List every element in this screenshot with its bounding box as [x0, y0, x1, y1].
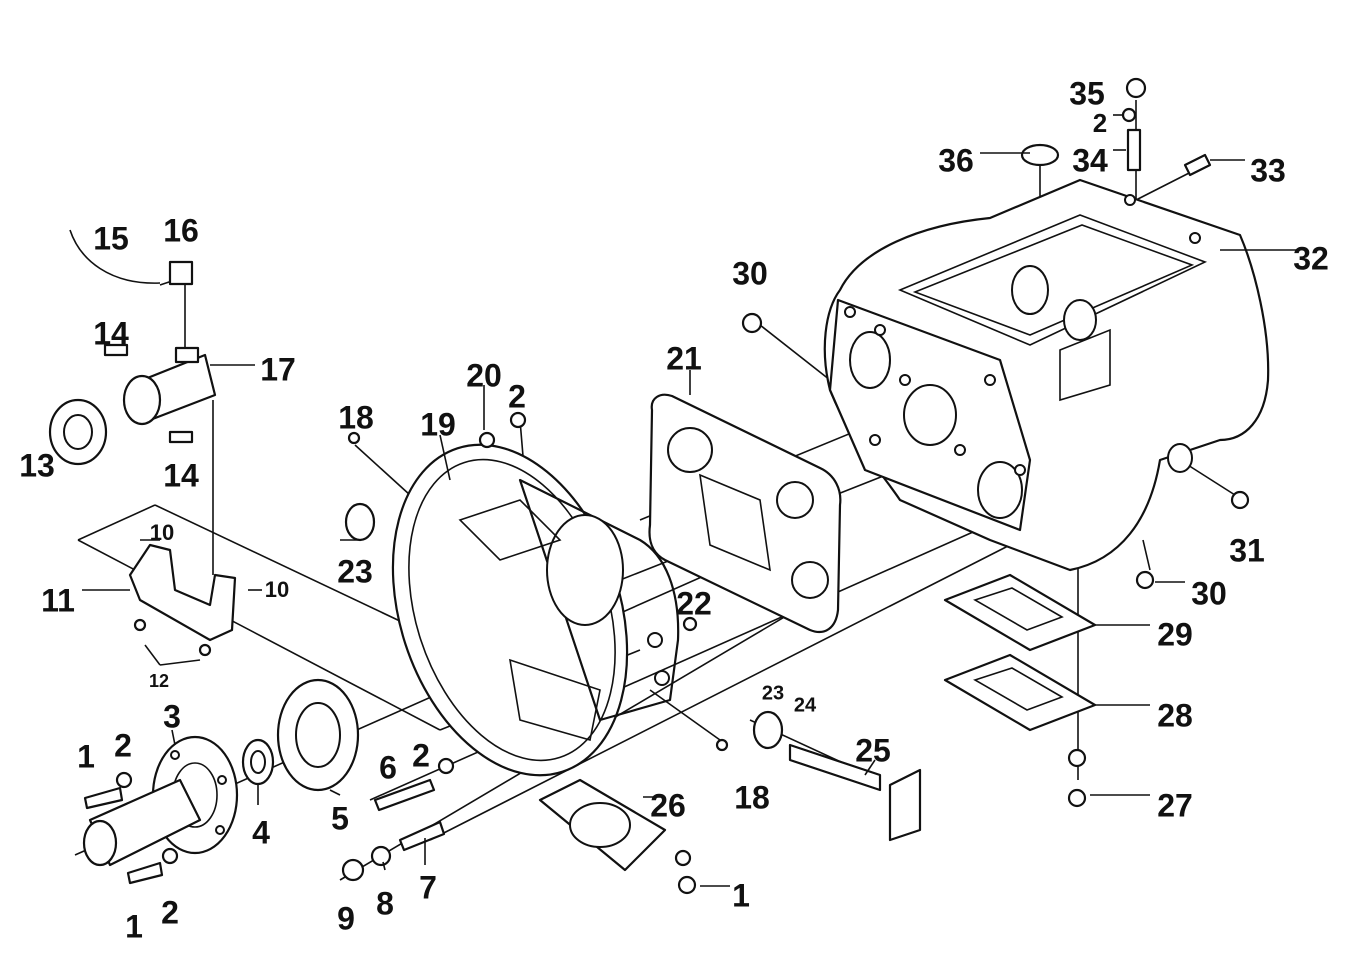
callout-label-1: 1 [125, 908, 143, 944]
callout-label-2: 2 [412, 737, 430, 773]
callout-label-20: 20 [466, 357, 502, 393]
callout-label-34: 34 [1072, 142, 1108, 178]
callout-label-23: 23 [337, 553, 373, 589]
callout-label-29: 29 [1157, 616, 1193, 652]
clutch-housing [391, 443, 680, 777]
callout-label-4: 4 [252, 814, 270, 850]
callout-label-18: 18 [338, 399, 374, 435]
callout-label-12: 12 [149, 671, 169, 691]
callout-label-2: 2 [508, 378, 526, 414]
callout-label-30: 30 [1191, 575, 1227, 611]
callout-label-21: 21 [666, 340, 702, 376]
callout-label-2: 2 [114, 727, 132, 763]
callout-label-27: 27 [1157, 787, 1193, 823]
callout-label-23: 23 [762, 682, 784, 704]
callout-label-10: 10 [265, 577, 289, 602]
transmission-case [823, 178, 1300, 572]
callout-label-14: 14 [93, 315, 129, 351]
callout-label-24: 24 [794, 694, 817, 716]
callout-label-16: 16 [163, 212, 199, 248]
callout-label-5: 5 [331, 800, 349, 836]
callout-label-2: 2 [161, 894, 179, 930]
callout-label-33: 33 [1250, 152, 1286, 188]
callout-label-13: 13 [19, 447, 55, 483]
callout-label-15: 15 [93, 220, 129, 256]
input-bearing-retainer [82, 735, 239, 867]
seal-and-gasket [241, 678, 360, 792]
callout-label-18: 18 [734, 779, 770, 815]
callout-label-32: 32 [1293, 240, 1329, 276]
callout-label-22: 22 [676, 585, 712, 621]
callout-label-3: 3 [163, 698, 181, 734]
callout-label-8: 8 [376, 885, 394, 921]
shaft-and-dowels [344, 502, 922, 842]
callout-label-35: 35 [1069, 75, 1105, 111]
callout-label-1: 1 [732, 877, 750, 913]
callout-leaders [140, 114, 1245, 887]
callout-label-10: 10 [150, 520, 174, 545]
callout-label-30: 30 [732, 255, 768, 291]
release-bearing-assembly [48, 229, 255, 466]
callout-label-25: 25 [855, 732, 891, 768]
cover-gaskets [538, 573, 1097, 872]
callout-label-7: 7 [419, 869, 437, 905]
callout-label-36: 36 [938, 142, 974, 178]
callout-label-17: 17 [260, 351, 296, 387]
release-fork [82, 543, 237, 642]
callout-label-6: 6 [379, 749, 397, 785]
callout-label-2: 2 [1093, 108, 1107, 138]
hardware [83, 77, 1250, 895]
callout-label-1: 1 [77, 738, 95, 774]
callout-label-28: 28 [1157, 697, 1193, 733]
callout-label-19: 19 [420, 406, 456, 442]
callout-label-11: 11 [41, 582, 75, 618]
callout-label-9: 9 [337, 900, 355, 936]
callout-label-31: 31 [1229, 532, 1265, 568]
callout-label-26: 26 [650, 787, 686, 823]
callout-label-14: 14 [163, 457, 199, 493]
